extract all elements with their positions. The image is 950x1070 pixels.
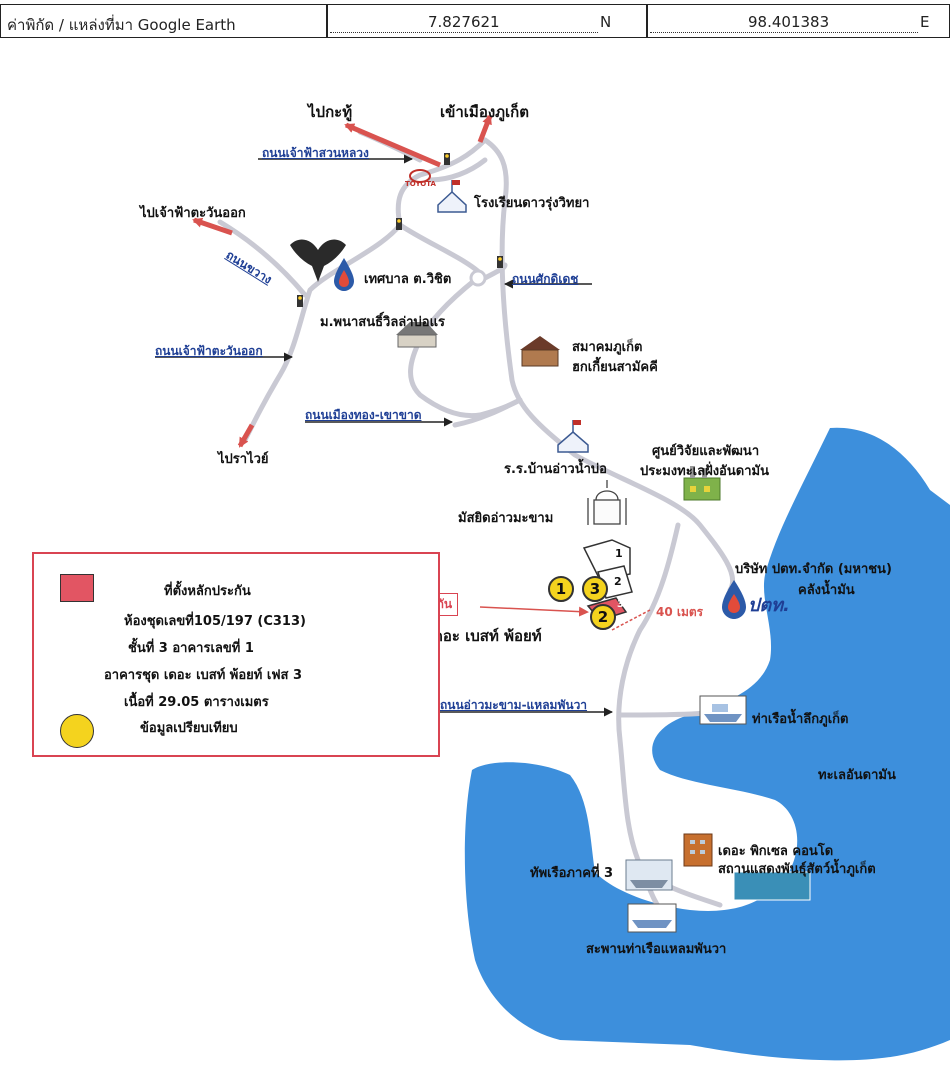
label-school-aonambo: ร.ร.บ้านอ่าวน้ำบ่อ [504,462,607,477]
roundabout-icon [469,269,487,287]
school-icon [437,180,467,213]
coordinate-header: ค่าพิกัด / แหล่งที่มา Google Earth 7.827… [0,0,950,42]
legend-compare: ข้อมูลเปรียบเทียบ [140,721,238,736]
building-number-3: 3 [617,599,624,610]
ptt-logo-icon [334,258,354,291]
label-to-phuket-town: เข้าเมืองภูเก็ต [440,103,529,121]
legend-title: ที่ตั้งหลักประกัน [164,584,251,599]
legend-box: ที่ตั้งหลักประกัน ห้องชุดเลขที่105/197 (… [32,552,440,757]
house-icon [396,322,438,348]
road-label-chaofa-suanluang: ถนนเจ้าฟ้าสวนหลวง [262,146,369,160]
label-research-1: ศูนย์วิจัยและพัฒนา [652,444,760,459]
arrow-to-phuket-icon [477,114,493,143]
comparable-marker-1: 1 [548,576,574,602]
road-label-muangthong: ถนนเมืองทอง-เขาขาด [305,408,422,422]
comparable-legend-swatch [60,714,94,748]
latitude-direction: N [600,13,612,31]
navy-ship-icon [625,859,673,891]
collateral-pointer-icon [479,606,589,617]
longitude-cell: 98.401383 E [647,4,950,38]
ptt-logo-text: ปตท. [748,595,790,616]
ptt-logo-icon [722,580,746,619]
label-ptt-2: คลังน้ำมัน [798,583,855,598]
label-village: ม.พนาสนธิ์วิลล่าบ่อแร [320,315,445,330]
legend-line-4: เนื้อที่ 29.05 ตารางเมตร [124,695,269,710]
road-network [217,129,736,918]
toyota-label: TOYOTA [405,180,436,188]
road-label-sakdidet: ถนนศักดิเดช [512,272,579,286]
longitude-value: 98.401383 [748,13,830,31]
traffic-light-icon [297,295,303,307]
collateral-legend-swatch [60,574,94,602]
label-aquarium: สถานแสดงพันธุ์สัตว์น้ำภูเก็ต [718,862,876,877]
school-icon [557,420,589,453]
label-association-1: สมาคมภูเก็ต [572,340,643,355]
condo-tower-icon [683,833,713,867]
label-navy: ทัพเรือภาคที่ 3 [530,866,614,881]
building-number-2: 2 [614,575,622,588]
latitude-value: 7.827621 [428,13,500,31]
distance-line [611,609,651,631]
road-muangthong [452,397,523,428]
traffic-light-icon [396,218,402,230]
road-main [482,137,736,593]
label-municipality: เทศบาล ต.วิชิต [364,272,452,287]
label-to-rawai: ไปราไวย์ [218,452,269,467]
pier-ship-icon [627,903,677,933]
label-to-kathu: ไปกะทู้ [308,103,353,121]
mosque-icon [587,480,627,525]
label-association-2: ฮกเกี้ยนสามัคคี [572,360,658,375]
label-pier: สะพานท่าเรือแหลมพันวา [586,942,727,957]
toyota-logo-icon [409,169,431,183]
traffic-light-icon [497,256,503,268]
dotted-line [330,32,598,33]
dotted-line [650,32,918,33]
andaman-sea-east [464,427,950,1061]
road-khwang [217,219,308,298]
building-number-1: 1 [615,547,623,560]
road-upper-link [427,157,488,183]
traffic-light-icon [444,153,450,165]
ship-icon [699,695,747,725]
arrow-to-kathu-icon [344,122,441,168]
association-building-icon [520,336,560,367]
label-research-2: ประมงทะเลฝั่งอันดามัน [640,464,769,479]
factory-icon [683,466,721,501]
garuda-emblem-icon [290,239,346,282]
road-label-aomakham: ถนนอ่าวมะขาม-แหลมพันวา [440,698,588,712]
aquarium-image [733,871,811,901]
label-school-daorung: โรงเรียนดาวรุ่งวิทยา [474,196,590,211]
label-mosque: มัสยิดอ่าวมะขาม [458,511,554,526]
road-chaofa [242,137,488,443]
latitude-cell: 7.827621 N [327,4,647,38]
label-pixel-condo: เดอะ พิกเซล คอนโด [718,844,834,859]
legend-line-2: ชั้นที่ 3 อาคารเลขที่ 1 [128,641,254,656]
label-ptt-1: บริษัท ปตท.จำกัด (มหาชน) [735,562,892,577]
label-the-best-point: เดอะ เบสท์ พ้อยท์ [428,627,542,645]
arrow-to-rawai-icon [237,423,255,448]
coordinate-label-cell: ค่าพิกัด / แหล่งที่มา Google Earth [0,4,327,38]
legend-line-3: อาคารชุด เดอะ เบสท์ พ้อยท์ เฟส 3 [104,668,303,683]
label-to-chaofa-east: ไปเจ้าฟ้าตะวันออก [140,206,246,221]
comparable-marker-3: 3 [582,576,608,602]
arrow-to-chaofa-east-icon [192,217,233,236]
longitude-direction: E [920,13,930,31]
label-deep-sea-port: ท่าเรือน้ำลึกภูเก็ต [752,712,849,727]
coordinate-label: ค่าพิกัด / แหล่งที่มา Google Earth [7,16,236,34]
distance-label: 40 เมตร [656,605,704,619]
label-andaman-sea: ทะเลอันดามัน [818,768,896,783]
road-label-chaofa-tawanok: ถนนเจ้าฟ้าตะวันออก [155,344,263,358]
comparable-marker-2: 2 [590,604,616,630]
legend-line-1: ห้องชุดเลขที่105/197 (C313) [124,614,306,629]
